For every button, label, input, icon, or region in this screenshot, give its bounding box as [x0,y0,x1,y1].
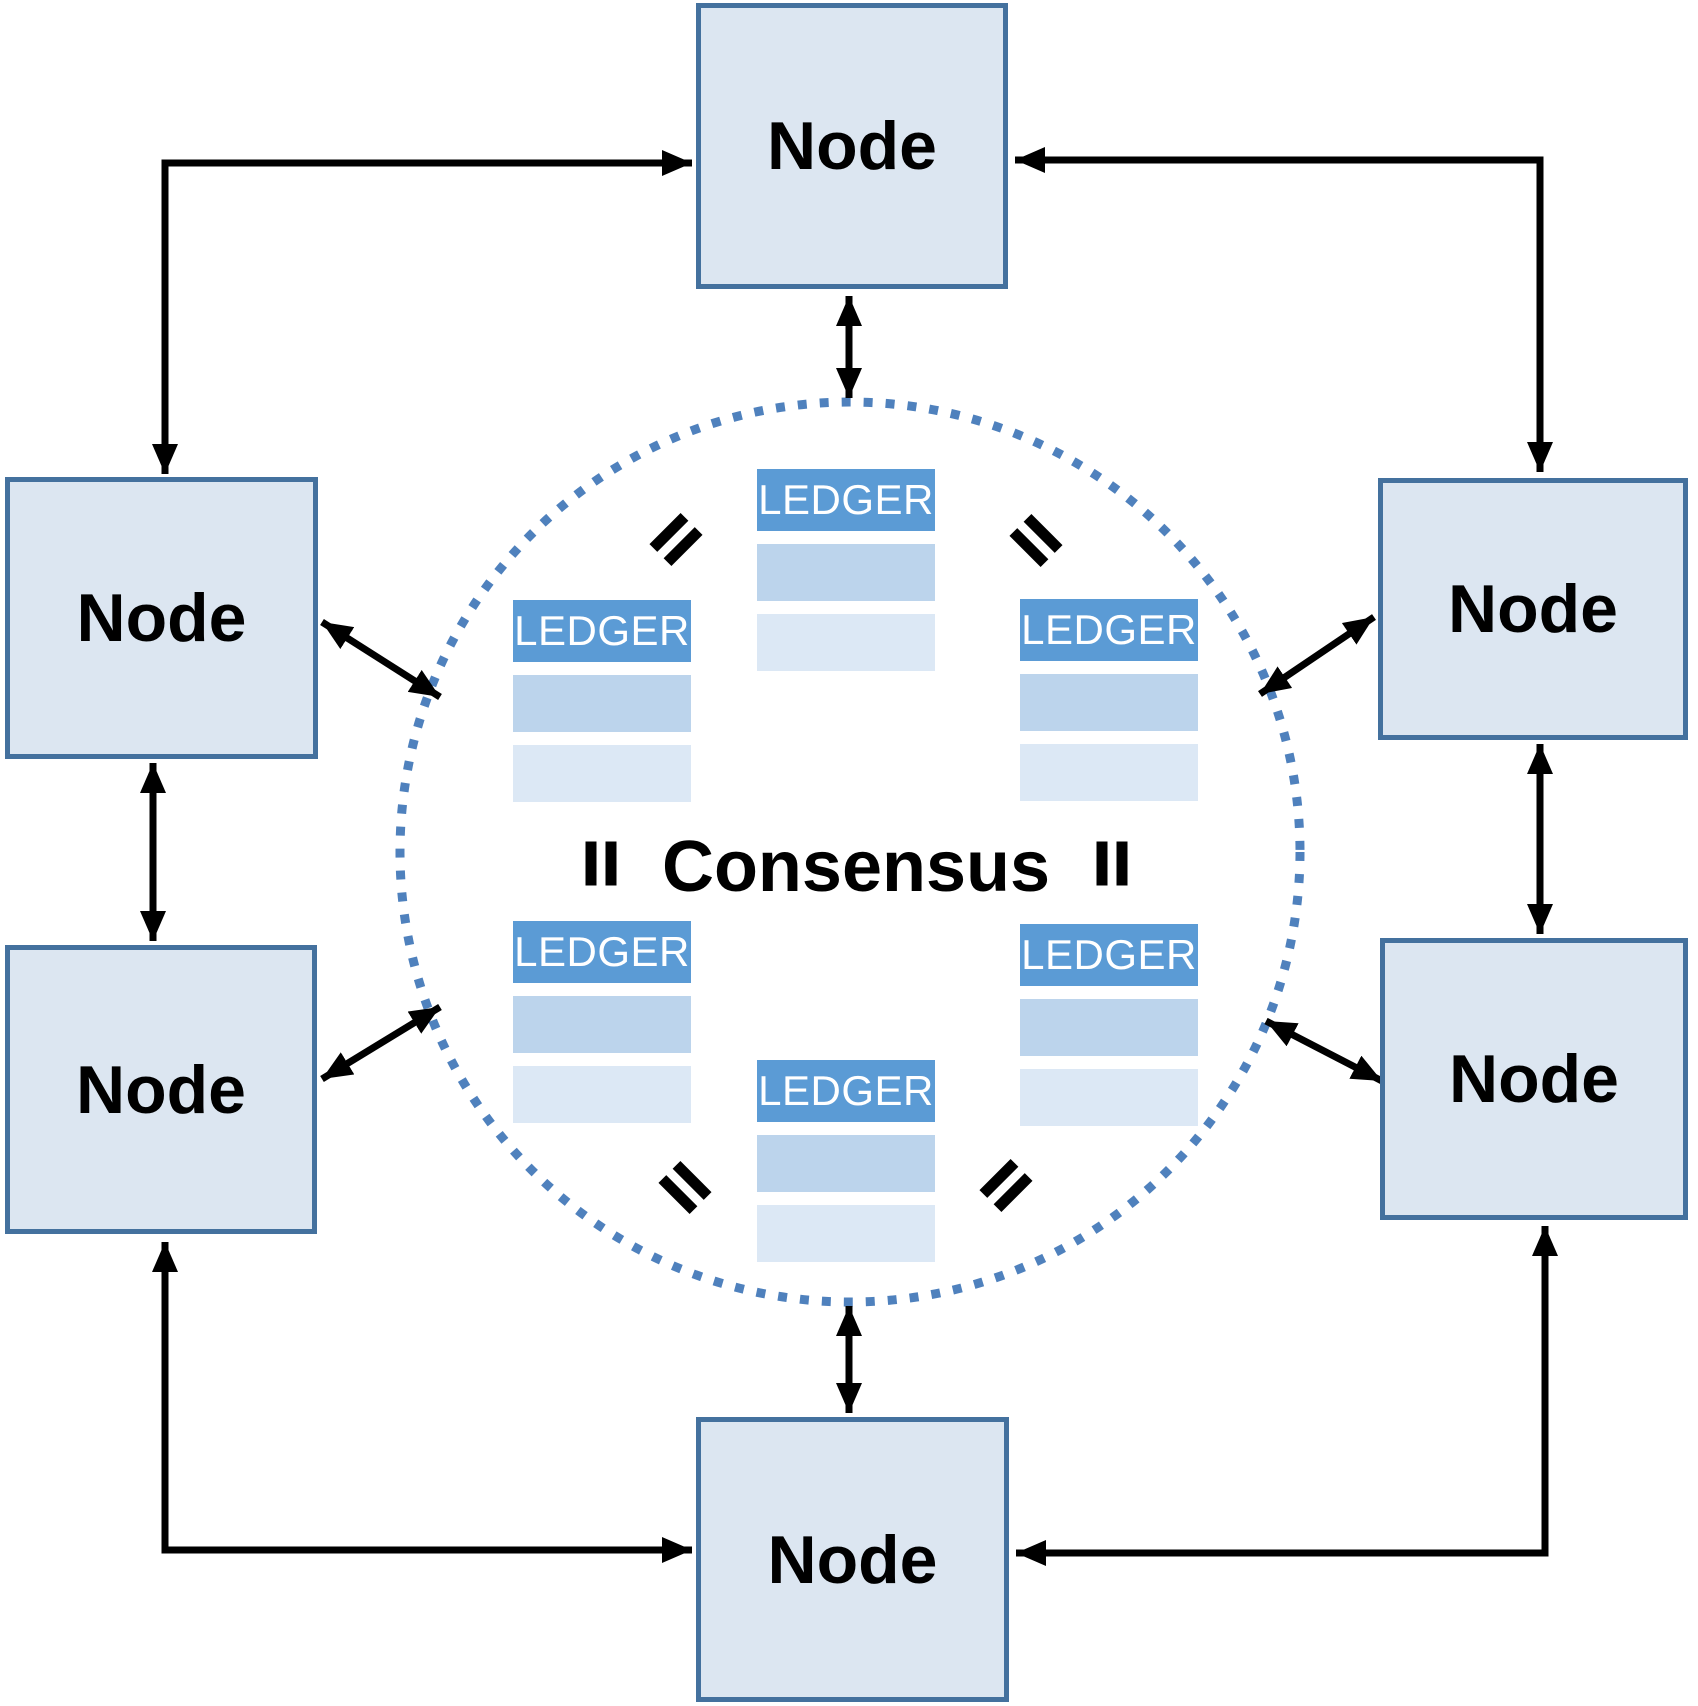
arrow-circle-right-bottom [1264,1017,1384,1085]
ledger-title: LEDGER [1020,599,1198,661]
ledger-bottom: LEDGER [757,1060,935,1275]
arrow-corner-bottom-left [152,1242,692,1563]
ledger-row [1020,999,1198,1056]
ledger-row [1020,744,1198,801]
consensus-label: Consensus [661,827,1051,907]
ledger-lower-left: LEDGER [513,921,691,1136]
ledger-row [757,614,935,671]
ledger-row [513,1066,691,1123]
node-label: Node [1448,571,1618,647]
arrow-corner-top-right [1015,147,1553,472]
node-box-right-top: Node [1378,478,1688,740]
node-box-left-bottom: Node [5,945,317,1234]
ledger-row [1020,674,1198,731]
node-label: Node [76,580,247,656]
ledger-title: LEDGER [1020,924,1198,986]
arrow-circle-left-top [320,619,442,700]
ledger-upper-left: LEDGER [513,600,691,815]
ledger-row [513,745,691,802]
node-box-top: Node [696,3,1008,289]
ledger-row [757,1205,935,1262]
node-label: Node [76,1051,246,1128]
ledger-lower-right: LEDGER [1020,924,1198,1139]
node-label: Node [1449,1041,1619,1117]
node-label: Node [767,108,937,184]
consensus-circle [395,397,1305,1307]
ledger-title: LEDGER [757,469,935,531]
ledger-title: LEDGER [757,1060,935,1122]
arrow-corner-bottom-right [1016,1226,1558,1566]
ledger-upper-right: LEDGER [1020,599,1198,814]
ledger-title: LEDGER [513,921,691,983]
ledger-row [757,1135,935,1192]
ledger-top: LEDGER [757,469,935,684]
arrow-corner-top-left [152,150,692,474]
ledger-title: LEDGER [513,600,691,662]
node-box-right-bottom: Node [1380,938,1688,1220]
node-box-left-top: Node [5,477,318,759]
node-box-bottom: Node [696,1417,1009,1702]
arrow-circle-right-top [1258,614,1376,697]
equals-bar [1116,841,1128,886]
node-label: Node [767,1521,938,1598]
equals-bar [585,841,597,886]
ledger-row [513,996,691,1053]
ledger-row [1020,1069,1198,1126]
ledger-row [513,675,691,732]
ledger-row [757,544,935,601]
arrow-circle-left-bottom [320,1004,442,1082]
